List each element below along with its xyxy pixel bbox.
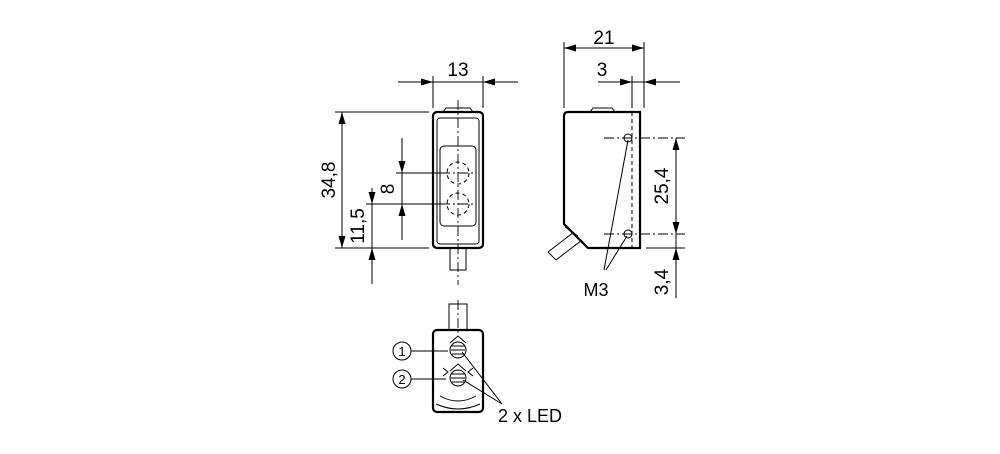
dim-front-height-label: 34,8 [319, 162, 340, 199]
dim-front-height: 34,8 [319, 111, 429, 249]
dim-side-depth-label: 21 [593, 28, 614, 49]
dim-front-width: 13 [398, 60, 518, 108]
led-label: 2 x LED [498, 406, 562, 426]
dim-side-hole-bottom: 3,4 [646, 234, 685, 298]
dim-side-hole-bottom-label: 3,4 [652, 268, 673, 295]
callout-2: 2 [392, 369, 446, 389]
dim-side-depth: 21 [563, 28, 645, 108]
led-callout: 2 x LED [461, 351, 562, 426]
dim-side-hole-pitch: 25,4 [652, 138, 680, 234]
dim-lens-pitch: 8 [378, 138, 446, 240]
dim-lens-offset-label: 11,5 [348, 208, 369, 244]
dim-side-hole-pitch-label: 25,4 [652, 167, 673, 204]
side-cable [547, 231, 583, 261]
led-upper [449, 335, 467, 359]
led-lower [442, 363, 474, 387]
dim-front-width-label: 13 [447, 60, 468, 81]
dim-side-hole-offset: 3 [597, 60, 680, 108]
rear-view [431, 300, 485, 414]
thread-callout: M3 [583, 139, 629, 300]
side-body-outline [562, 110, 642, 250]
dim-side-hole-offset-label: 3 [597, 60, 608, 81]
callout-1-number: 1 [398, 344, 405, 359]
front-view [431, 100, 485, 285]
dim-lens-pitch-label: 8 [378, 184, 399, 195]
rear-body-outline [431, 328, 485, 414]
callout-2-number: 2 [398, 372, 405, 387]
side-view [547, 107, 685, 261]
callout-1: 1 [392, 341, 448, 361]
thread-label: M3 [583, 280, 608, 300]
dim-lens-offset: 11,5 [348, 188, 446, 284]
